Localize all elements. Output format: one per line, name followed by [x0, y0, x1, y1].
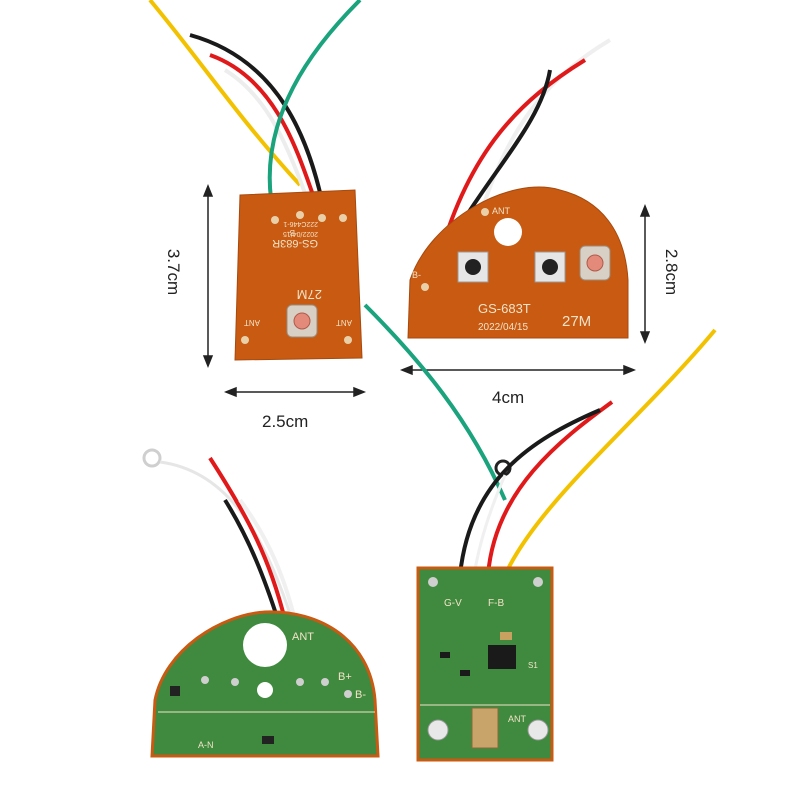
- receiver-model: GS-683R: [272, 237, 318, 249]
- ic-chip: [488, 645, 516, 669]
- transmitter-pad-label: B-: [412, 270, 421, 280]
- transmitter-back-b-minus: B-: [355, 689, 366, 701]
- receiver-ant-right: ANT: [336, 318, 352, 327]
- receiver-code: 222C446-1: [283, 220, 318, 227]
- dimension-arrows-receiver: [202, 183, 367, 398]
- wire-black: [223, 498, 280, 621]
- receiver-board-front: GS-683R 222C446-1 2022/04/15 27M ANT ANT…: [148, 0, 363, 361]
- receiver-back-ant: ANT: [508, 714, 527, 724]
- wire-yellow: [148, 0, 302, 187]
- wire-green: [363, 303, 507, 501]
- receiver-date: 2022/04/15: [283, 230, 318, 237]
- transmitter-board-back: ANT B+ B- A-N: [142, 448, 380, 758]
- transmitter-height-label: 2.8cm: [662, 248, 682, 296]
- transmitter-back-ant: ANT: [292, 631, 314, 643]
- transmitter-board-front: ANT B- GS-683T 2022/04/15 27M: [407, 38, 629, 339]
- wire-yellow: [503, 328, 717, 576]
- transmitter-model: GS-683T: [478, 301, 531, 316]
- receiver-back-gv: G-V: [444, 598, 462, 609]
- transmitter-width-label: 4cm: [492, 388, 525, 407]
- transmitter-back-a-label: A-N: [198, 740, 214, 750]
- receiver-height-label: 3.7cm: [164, 248, 184, 296]
- transmitter-ant-label: ANT: [492, 206, 511, 216]
- receiver-width-label: 2.5cm: [262, 412, 309, 431]
- dimension-arrows-transmitter: [399, 203, 651, 376]
- wire-red: [208, 456, 287, 621]
- wire-red: [486, 400, 614, 576]
- wire-green: [267, 0, 362, 221]
- receiver-pad-label: B-: [287, 228, 295, 237]
- wire-antenna: [159, 460, 294, 621]
- wire-red: [438, 58, 587, 256]
- transmitter-date: 2022/04/15: [478, 322, 528, 333]
- receiver-back-fb: F-B: [488, 598, 504, 609]
- receiver-board-back: G-V F-B ANT S1: [416, 328, 717, 762]
- receiver-back-s1: S1: [528, 661, 538, 670]
- wire-white: [238, 498, 297, 621]
- receiver-frequency: 27M: [297, 287, 322, 302]
- receiver-ant-left: ANT: [244, 318, 260, 327]
- wire-black: [458, 408, 601, 576]
- transmitter-back-b-plus: B+: [338, 671, 352, 683]
- wire-white: [472, 474, 507, 576]
- antenna-coil: [471, 707, 499, 749]
- transmitter-frequency: 27M: [562, 313, 591, 330]
